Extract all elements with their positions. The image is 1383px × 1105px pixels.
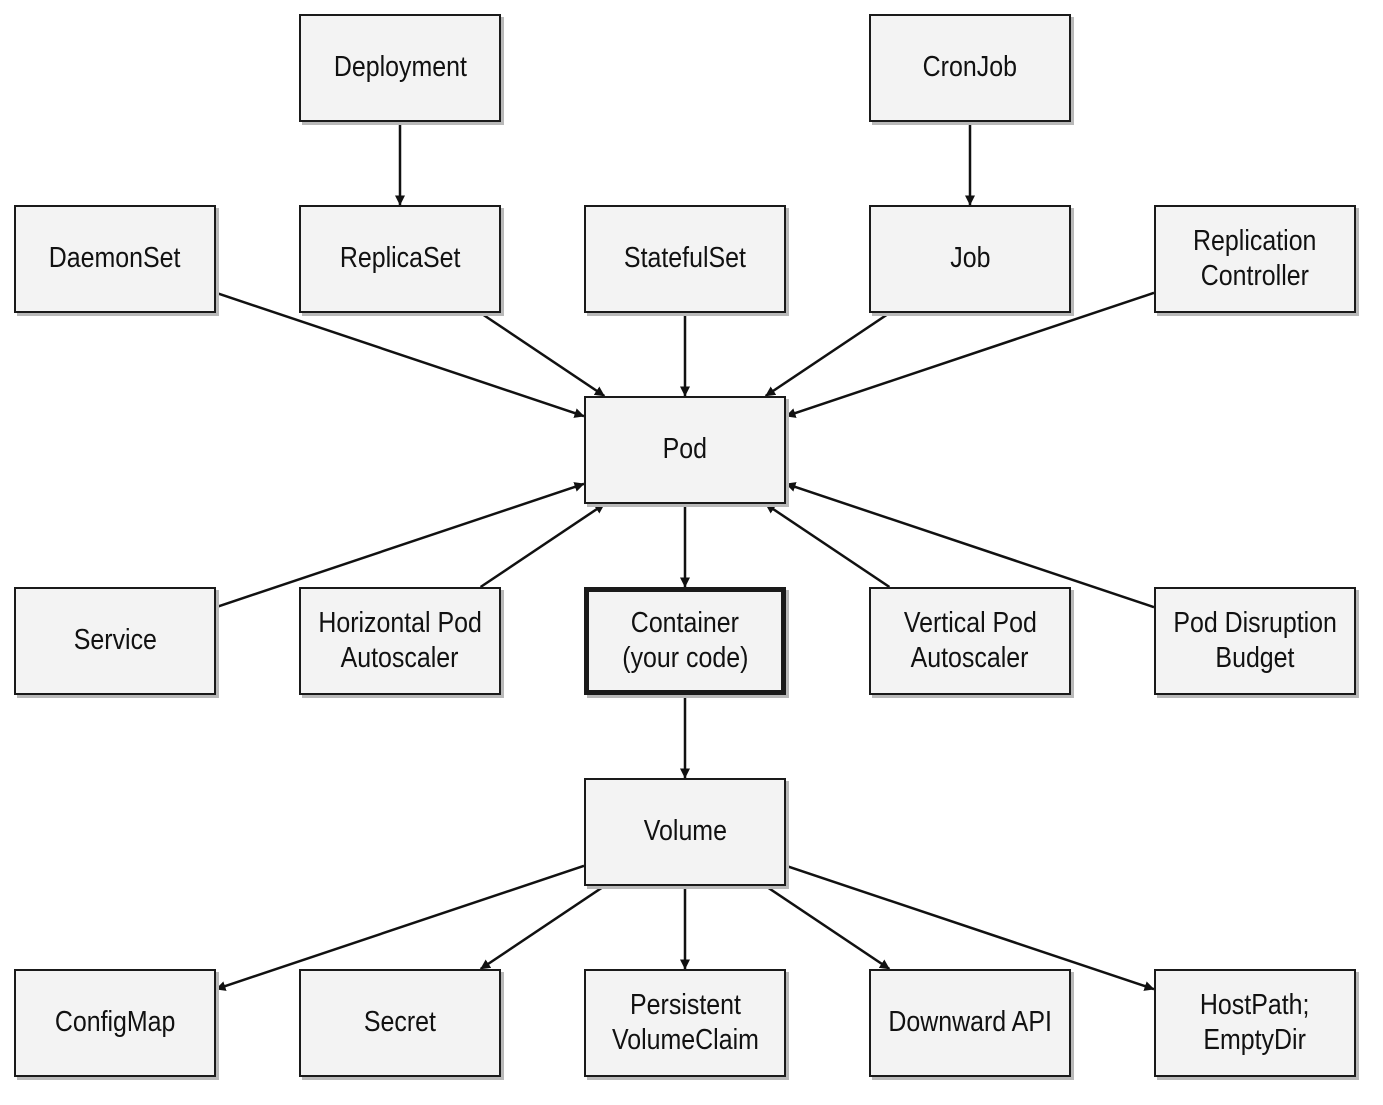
hostpath-emptydir-node[interactable]: HostPath; EmptyDir: [1154, 969, 1356, 1077]
replication-controller-label-line-2: Controller: [1200, 260, 1310, 292]
arrow-replication-controller-to-pod: [785, 291, 1155, 418]
horizontal-pod-autoscaler-node[interactable]: Horizontal Pod Autoscaler: [299, 587, 501, 695]
persistent-volume-claim-node[interactable]: Persistent VolumeClaim: [584, 969, 786, 1077]
arrow-volume-to-secret: [479, 884, 606, 971]
configmap-label: ConfigMap: [54, 1006, 176, 1039]
arrow-daemonset-to-pod: [215, 291, 585, 418]
downward-api-node[interactable]: Downward API: [869, 969, 1071, 1077]
pdb-label-line-2: Budget: [1215, 642, 1295, 674]
arrow-pdb-to-pod: [785, 482, 1155, 609]
configmap-node[interactable]: ConfigMap: [14, 969, 216, 1077]
vertical-pod-autoscaler-node[interactable]: Vertical Pod Autoscaler: [869, 587, 1071, 695]
hpa-label-line-2: Autoscaler: [341, 642, 459, 674]
replication-controller-label-line-1: Replication: [1193, 224, 1317, 257]
container-node[interactable]: Container (your code): [584, 587, 786, 695]
arrow-hpa-to-pod: [479, 502, 606, 589]
volume-node[interactable]: Volume: [584, 778, 786, 886]
arrow-volume-to-configmap: [215, 864, 585, 991]
cronjob-label: CronJob: [922, 51, 1018, 84]
pdb-label-line-1: Pod Disruption: [1173, 606, 1337, 639]
arrow-service-to-pod: [215, 482, 585, 609]
vpa-label-line-1: Vertical Pod: [903, 606, 1037, 639]
arrow-volume-to-downward-api: [764, 884, 891, 971]
vpa-label-line-2: Autoscaler: [911, 642, 1029, 674]
daemonset-label: DaemonSet: [49, 242, 181, 275]
secret-node[interactable]: Secret: [299, 969, 501, 1077]
deployment-label: Deployment: [333, 51, 467, 84]
pod-label: Pod: [662, 433, 708, 466]
pvc-label-line-2: VolumeClaim: [611, 1024, 759, 1056]
hostpath-label-line-2: EmptyDir: [1203, 1024, 1307, 1056]
service-label: Service: [73, 624, 157, 657]
replicaset-label: ReplicaSet: [339, 242, 461, 275]
arrow-job-to-pod: [764, 311, 891, 398]
arrow-vpa-to-pod: [764, 502, 891, 589]
replicaset-node[interactable]: ReplicaSet: [299, 205, 501, 313]
pod-node[interactable]: Pod: [584, 396, 786, 504]
job-label: Job: [949, 242, 991, 275]
pod-disruption-budget-node[interactable]: Pod Disruption Budget: [1154, 587, 1356, 695]
arrow-volume-to-hostpath: [785, 864, 1155, 991]
statefulset-label: StatefulSet: [623, 242, 747, 275]
service-node[interactable]: Service: [14, 587, 216, 695]
statefulset-node[interactable]: StatefulSet: [584, 205, 786, 313]
container-label-line-1: Container: [630, 606, 740, 639]
container-label-line-2: (your code): [621, 642, 749, 674]
deployment-node[interactable]: Deployment: [299, 14, 501, 122]
replication-controller-node[interactable]: Replication Controller: [1154, 205, 1356, 313]
cronjob-node[interactable]: CronJob: [869, 14, 1071, 122]
volume-label: Volume: [643, 815, 727, 848]
hostpath-label-line-1: HostPath;: [1200, 988, 1310, 1021]
pvc-label-line-1: Persistent: [629, 988, 741, 1021]
hpa-label-line-1: Horizontal Pod: [318, 606, 482, 639]
secret-label: Secret: [363, 1006, 437, 1039]
arrow-replicaset-to-pod: [479, 311, 606, 398]
job-node[interactable]: Job: [869, 205, 1071, 313]
downward-api-label: Downward API: [888, 1006, 1052, 1039]
daemonset-node[interactable]: DaemonSet: [14, 205, 216, 313]
